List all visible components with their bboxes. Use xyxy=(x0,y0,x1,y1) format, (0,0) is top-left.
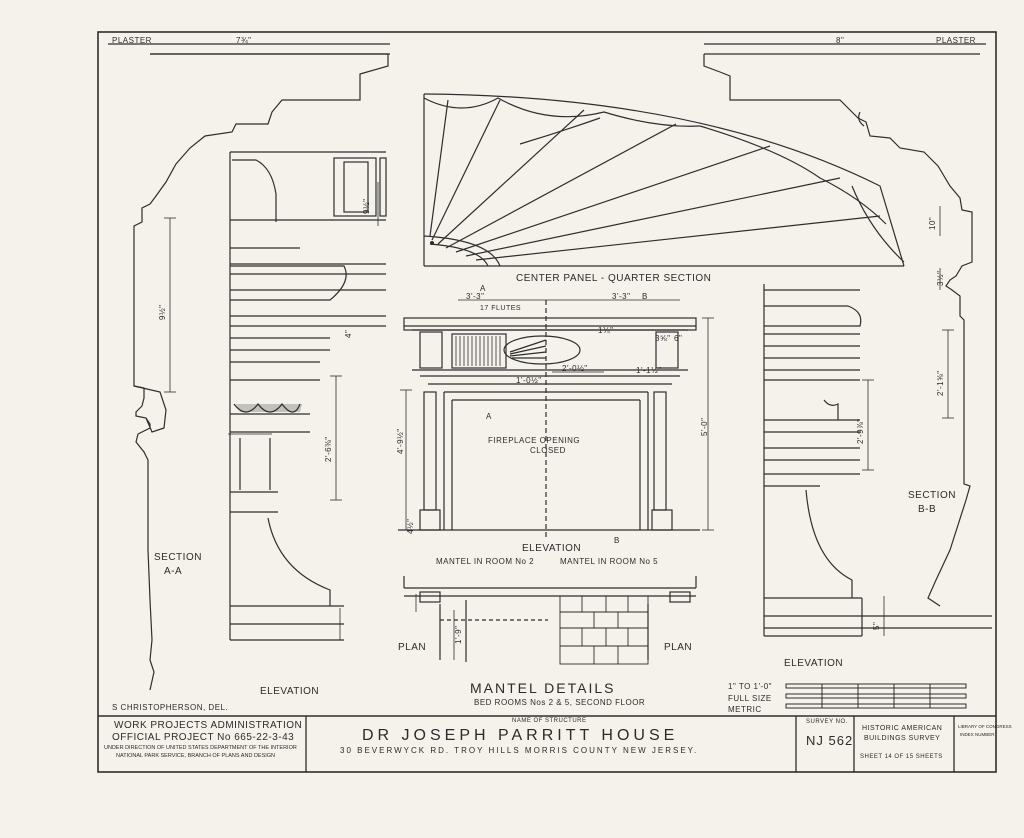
survey-no-label: SURVEY NO. xyxy=(806,719,848,725)
section-bb-profile xyxy=(703,54,973,607)
dim-2-9: 2'-9⅞" xyxy=(856,418,865,444)
delineator-credit: S CHRISTOPHERSON, DEL. xyxy=(112,703,229,712)
plaster-label-left: PLASTER xyxy=(112,36,152,45)
scale-label-inch: 1" TO 1'-0" xyxy=(728,682,772,691)
scale-label-full: FULL SIZE xyxy=(728,694,772,703)
elevation-left-label: ELEVATION xyxy=(260,686,320,697)
house-name: DR JOSEPH PARRITT HOUSE xyxy=(362,727,679,744)
section-aa-label: SECTION xyxy=(154,552,202,563)
dim-2-6: 2'-6⅜" xyxy=(324,436,333,462)
structure-name-label: NAME OF STRUCTURE xyxy=(512,718,587,724)
sheet-number: SHEET 14 OF 15 SHEETS xyxy=(860,754,943,760)
bedrooms-subtitle: BED ROOMS Nos 2 & 5, SECOND FLOOR xyxy=(474,698,646,707)
plan-left-label: PLAN xyxy=(398,642,427,653)
dim-1-9: 1'-9" xyxy=(454,625,463,644)
dim-9half-left: 9½" xyxy=(158,304,167,320)
dim-1-0half: 1'-0½" xyxy=(516,376,542,385)
width-dim-right: 8" xyxy=(836,36,845,45)
center-panel-title: CENTER PANEL - QUARTER SECTION xyxy=(516,273,712,284)
width-dim-left: 7¾" xyxy=(236,36,252,45)
section-bb-letters: B-B xyxy=(918,504,937,515)
scale-bars xyxy=(785,683,967,709)
elevation-center-label: ELEVATION xyxy=(522,543,582,554)
dim-6: 6" xyxy=(674,334,683,343)
right-elevation xyxy=(763,284,992,637)
dim-9half: 9½" xyxy=(362,198,371,214)
index-number-label: INDEX NUMBER xyxy=(960,732,995,737)
dim-3q: 3⅝" xyxy=(655,334,671,343)
habs-title-1: HISTORIC AMERICAN xyxy=(862,725,943,732)
dim-5-0: 5'-0" xyxy=(700,417,709,436)
mantel-room-2-label: MANTEL IN ROOM No 2 xyxy=(436,557,535,566)
dim-5: 5" xyxy=(872,621,881,630)
dim-4half: 4½" xyxy=(406,518,415,534)
plaster-label-right: PLASTER xyxy=(936,36,976,45)
dim-3-3-right: 3'-3" xyxy=(612,292,631,301)
dim-2-1: 2'-1⅝" xyxy=(936,370,945,396)
section-marker-a-mid: A xyxy=(486,412,492,421)
wpa-direction: UNDER DIRECTION OF UNITED STATES DEPARTM… xyxy=(104,745,297,751)
mantel-elevation xyxy=(398,300,700,540)
section-bb-label: SECTION xyxy=(908,490,956,501)
wpa-park-service: NATIONAL PARK SERVICE, BRANCH OF PLANS A… xyxy=(116,753,276,759)
mantel-room-5-label: MANTEL IN ROOM No 5 xyxy=(560,557,659,566)
fireplace-label: FIREPLACE OPENING xyxy=(488,436,581,445)
section-aa-profile xyxy=(133,53,389,691)
dim-4-9: 4'-9½" xyxy=(396,428,405,454)
dim-3-3-left: 3'-3" xyxy=(466,292,485,301)
plan-drawing xyxy=(403,576,697,665)
section-marker-a-top: A xyxy=(480,284,486,293)
scale-label-metric: METRIC xyxy=(728,705,762,714)
center-panel-drawing xyxy=(423,93,905,267)
house-address: 30 BEVERWYCK RD. TROY HILLS MORRIS COUNT… xyxy=(340,746,699,755)
plan-right-label: PLAN xyxy=(664,642,693,653)
mantel-details-title: MANTEL DETAILS xyxy=(470,680,616,696)
dim-1q: 1¼" xyxy=(598,326,614,335)
section-marker-b-bottom: B xyxy=(614,536,620,545)
survey-number: NJ 562 xyxy=(806,733,854,748)
elevation-right-label: ELEVATION xyxy=(784,658,844,669)
sheet-border xyxy=(97,31,997,773)
habs-title-2: BUILDINGS SURVEY xyxy=(864,735,941,742)
dim-1-1half: 1'-1½" xyxy=(636,366,662,375)
dim-2-0half: 2'-0½" xyxy=(562,364,588,373)
loc-label: LIBRARY OF CONGRESS xyxy=(958,724,1012,729)
wpa-project: OFFICIAL PROJECT No 665-22-3-43 xyxy=(112,732,295,743)
section-aa-letters: A-A xyxy=(164,566,183,577)
dim-10: 10" xyxy=(928,216,937,230)
dim-4: 4" xyxy=(344,329,353,338)
fireplace-closed: CLOSED xyxy=(530,446,566,455)
left-elevation xyxy=(229,151,387,641)
dim-3half: 3½" xyxy=(936,270,945,286)
section-marker-b-top: B xyxy=(642,292,648,301)
flutes-label: 17 FLUTES xyxy=(480,305,522,312)
wpa-title: WORK PROJECTS ADMINISTRATION xyxy=(114,720,303,731)
